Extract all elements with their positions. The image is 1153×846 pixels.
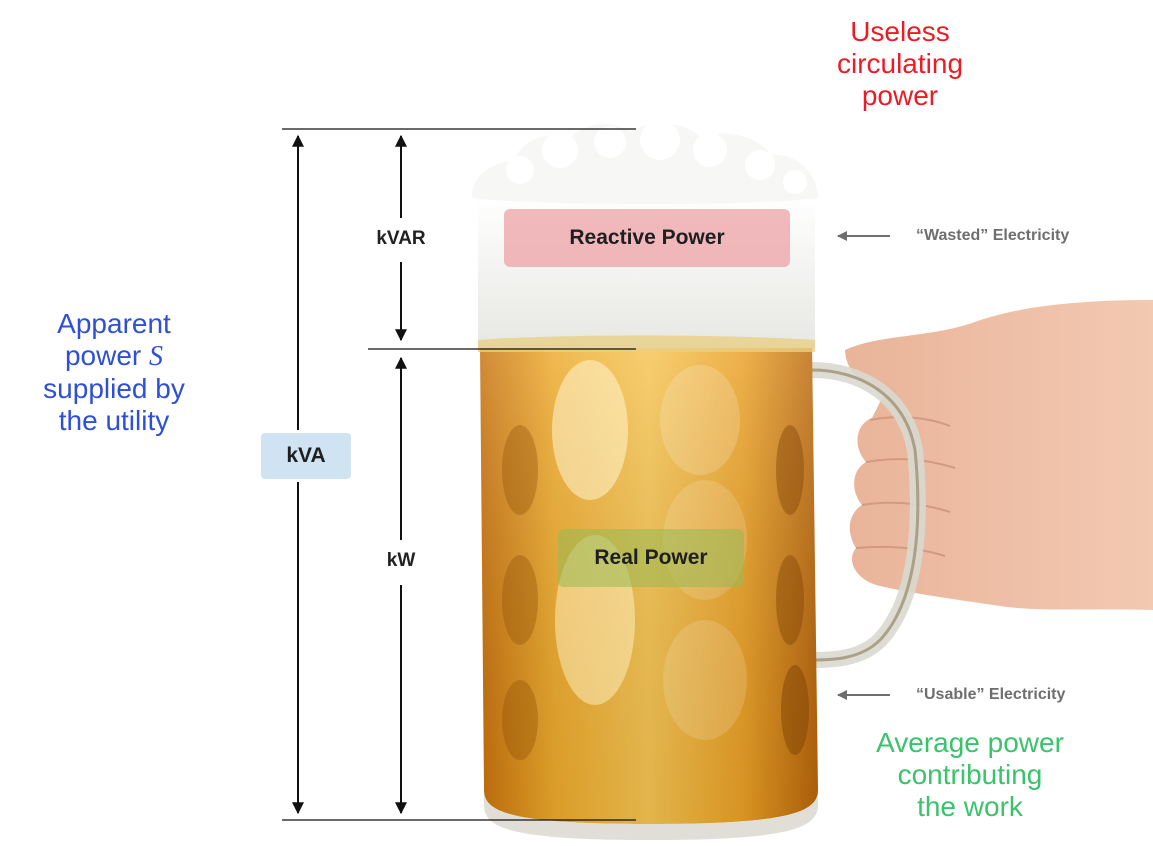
useless-line-2: circulating: [836, 48, 964, 79]
useless-line-1: Useless: [850, 16, 950, 47]
reactive-power-label: Reactive Power: [569, 226, 725, 249]
apparent-line-2: power S: [64, 340, 164, 372]
average-power-caption: Average power contributing the work: [860, 727, 1080, 823]
kw-label: kW: [386, 550, 416, 571]
usable-electricity-label: “Usable” Electricity: [916, 686, 1066, 703]
apparent-line-1: Apparent: [57, 308, 171, 339]
apparent-line-3: supplied by: [43, 373, 185, 404]
wasted-electricity-label: “Wasted” Electricity: [916, 227, 1070, 244]
real-power-box: Real Power: [558, 529, 744, 587]
reactive-power-box: Reactive Power: [504, 209, 790, 267]
mug-handle: [811, 362, 926, 668]
kva-label: kVA: [286, 444, 326, 467]
real-power-label: Real Power: [594, 546, 708, 569]
useless-power-caption: Useless circulating power: [800, 16, 1000, 112]
average-line-2: contributing: [897, 759, 1043, 790]
hand-icon: [845, 300, 1153, 610]
kvar-label: kVAR: [376, 228, 426, 249]
useless-line-3: power: [861, 80, 939, 111]
apparent-power-symbol: S: [149, 341, 164, 372]
average-line-3: the work: [917, 791, 1023, 822]
apparent-power-caption: Apparent power S supplied by the utility: [0, 308, 228, 437]
kva-label-box: kVA: [261, 433, 351, 479]
average-line-1: Average power: [876, 727, 1064, 758]
apparent-line-4: the utility: [58, 405, 170, 436]
dimension-lines: [282, 128, 636, 821]
beer-mug-icon: [480, 345, 818, 840]
